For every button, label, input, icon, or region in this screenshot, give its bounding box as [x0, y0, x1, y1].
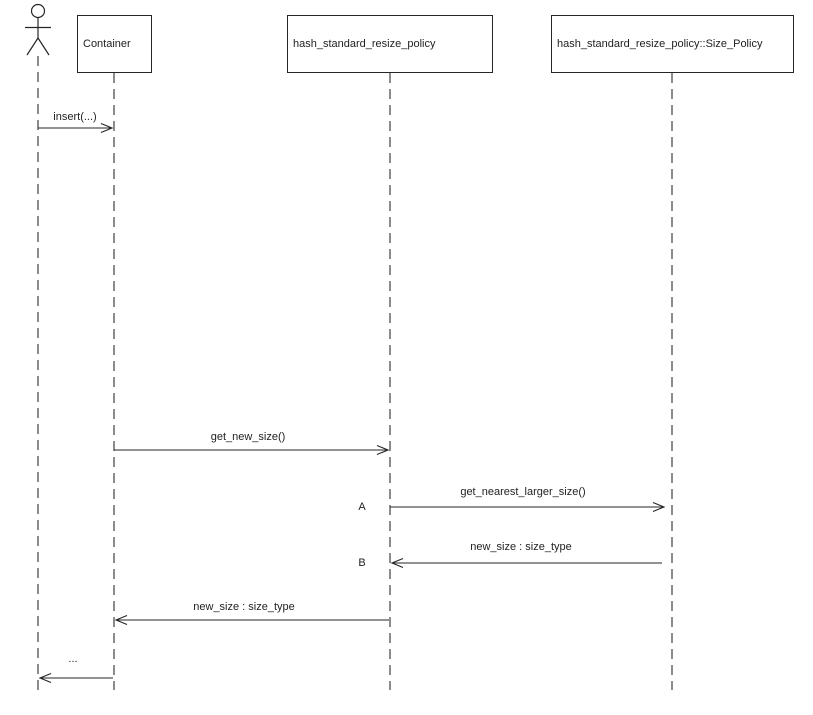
- message-label-return-new-size-b: new_size : size_type: [470, 541, 572, 553]
- message-label-get-new-size: get_new_size(): [210, 431, 286, 443]
- participant-label-resize-policy: hash_standard_resize_policy: [293, 38, 436, 50]
- actor-leg-left: [26, 37, 39, 56]
- message-label-return-ellipsis: ...: [68, 653, 78, 665]
- message-label-get-nearest-larger-size: get_nearest_larger_size(): [460, 486, 586, 498]
- actor-head: [30, 3, 46, 19]
- participant-label-size-policy: hash_standard_resize_policy::Size_Policy: [557, 38, 763, 50]
- participant-box-resize-policy: hash_standard_resize_policy: [287, 15, 493, 73]
- sequence-marker-a: A: [358, 501, 366, 513]
- message-label-insert: insert(...): [53, 111, 97, 123]
- participant-box-size-policy: hash_standard_resize_policy::Size_Policy: [551, 15, 794, 73]
- participant-box-container: Container: [77, 15, 152, 73]
- participant-label-container: Container: [83, 38, 131, 50]
- actor-icon: [25, 3, 51, 56]
- sequence-marker-b: B: [358, 557, 366, 569]
- actor-leg-right: [37, 37, 50, 56]
- message-label-return-new-size: new_size : size_type: [193, 601, 295, 613]
